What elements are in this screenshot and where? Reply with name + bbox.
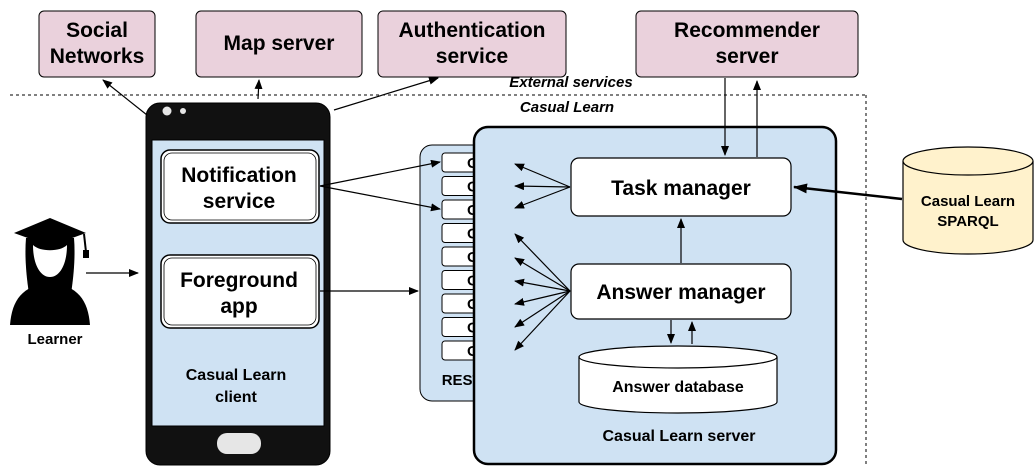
sparql-cylinder: Casual Learn SPARQL: [902, 146, 1034, 255]
arrow-answer-o6: [514, 278, 571, 292]
authentication-service-box: Authentication service: [377, 10, 567, 78]
sparql-label-2: SPARQL: [937, 213, 998, 230]
authentication-label-2: service: [436, 45, 508, 68]
notification-label-2: service: [203, 190, 275, 213]
arrow-to-social: [102, 79, 148, 116]
map-server-label: Map server: [224, 32, 335, 55]
arrow-task-o1: [514, 163, 571, 188]
recommender-label-2: server: [715, 45, 778, 68]
answer-manager-label: Answer manager: [596, 281, 765, 304]
social-networks-box: Social Networks: [38, 10, 156, 78]
arrow-notification-o1: [319, 159, 441, 187]
task-manager-box: Task manager: [570, 157, 792, 217]
sparql-label-1: Casual Learn: [921, 193, 1015, 210]
arrow-answer-o8: [514, 290, 571, 328]
answer-database-cylinder: Answer database: [578, 345, 778, 414]
phone-camera-icon: [162, 106, 172, 116]
task-manager-label: Task manager: [611, 177, 751, 200]
client-label-1: Casual Learn: [186, 367, 286, 384]
arrow-answer-o9: [514, 290, 571, 351]
arrow-to-map: [254, 79, 263, 100]
notification-label-1: Notification: [181, 164, 297, 187]
graduate-icon: [10, 218, 90, 325]
arrow-task-o3: [514, 186, 571, 209]
foreground-label-2: app: [220, 295, 257, 318]
server-label: Casual Learn server: [603, 428, 756, 445]
external-services-label: External services: [509, 74, 632, 91]
casual-learn-label: Casual Learn: [520, 99, 614, 116]
arrow-answer-o5: [514, 257, 571, 292]
recommender-label-1: Recommender: [674, 19, 820, 42]
map-server-box: Map server: [195, 10, 363, 78]
answer-manager-box: Answer manager: [570, 263, 792, 320]
recommender-server-box: Recommender server: [635, 10, 859, 78]
notification-service-box: Notification service: [160, 149, 320, 224]
arrow-to-auth: [333, 76, 439, 111]
arrow-task-o2: [514, 182, 571, 191]
arrow-answer-o7: [514, 290, 571, 306]
answer-database-label: Answer database: [612, 379, 744, 396]
arrow-sparql-to-task: [793, 183, 903, 201]
authentication-label-1: Authentication: [399, 19, 546, 42]
client-label-2: client: [215, 389, 257, 406]
social-networks-label-2: Networks: [50, 45, 145, 68]
arrow-answer-o4: [514, 233, 571, 292]
social-networks-label-1: Social: [66, 19, 128, 42]
arrow-notification-o3: [319, 185, 441, 212]
foreground-app-box: Foreground app: [160, 254, 320, 329]
foreground-label-1: Foreground: [180, 269, 298, 292]
phone-sensor-icon: [180, 108, 186, 114]
phone-home-button: [217, 433, 261, 454]
learner-label: Learner: [27, 331, 82, 348]
